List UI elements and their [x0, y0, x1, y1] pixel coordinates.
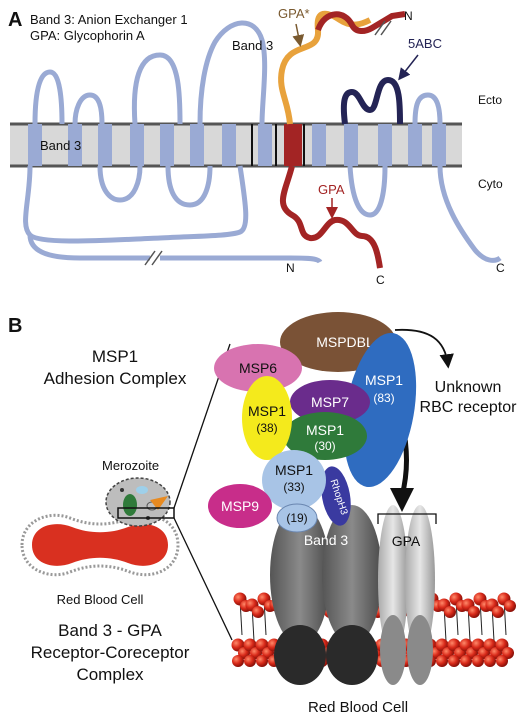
band3-loop-cyto-2 [97, 165, 143, 203]
c-label-band3: C [496, 261, 505, 275]
band3-tm-segments [28, 124, 446, 166]
break-mark-top [374, 20, 392, 36]
msp6-protein [214, 344, 302, 392]
gpa-star-arrow [292, 23, 305, 47]
gpa-bracket [377, 513, 437, 524]
gpa-label: GPA [318, 182, 345, 197]
break-mark-bottom [144, 250, 163, 266]
msp7-label: MSP7 [311, 394, 349, 410]
c-label-gpa: C [376, 273, 385, 287]
band3-top-label: Band 3 [232, 38, 273, 53]
n-bottom-label: N [286, 261, 295, 275]
legend-band3: Band 3: Anion Exchanger 1 [30, 12, 188, 27]
band3-loop-ecto-5 [412, 92, 443, 125]
band3-loop-ecto-2 [72, 92, 105, 125]
mspdbl-label: MSPDBL [316, 334, 374, 350]
binding-arrowhead [390, 488, 414, 512]
msp1-38-protein [242, 376, 292, 460]
band3-loop-cyto-1 [23, 165, 249, 244]
zoom-line-bottom [173, 517, 233, 641]
gpa-protein-label: GPA [392, 533, 421, 549]
msp1-30-protein [283, 412, 367, 460]
lipid-head [492, 606, 504, 618]
band3-protein-label: Band 3 [304, 532, 349, 548]
receptor-title-3: Complex [76, 665, 144, 684]
gpa-cyto-tail [279, 165, 383, 269]
lipid-head [444, 606, 456, 618]
ecto-label: Ecto [478, 93, 502, 107]
msp1-complex-title-1: MSP1 [92, 347, 138, 366]
lipid-head [484, 655, 496, 667]
msp1-30-label: MSP1 [306, 422, 344, 438]
band3-membrane-label: Band 3 [40, 138, 81, 153]
lipid-head [460, 655, 472, 667]
msp1-83-sub: (83) [373, 391, 394, 405]
gpa-protein [378, 505, 435, 685]
panel-a: A Band 3: Anion Exchanger 1 GPA: Glycoph… [8, 6, 505, 287]
msp1-33-sub: (33) [283, 480, 304, 494]
band3-loop-ecto-4 [197, 20, 268, 125]
band3-loop-cyto-4 [347, 165, 388, 218]
msp9-protein [208, 484, 272, 528]
lipid-head [496, 655, 508, 667]
cyto-label: Cyto [478, 177, 503, 191]
band3-c-terminal [437, 165, 502, 263]
msp1-33-protein [262, 450, 326, 510]
zoom-box [117, 507, 175, 519]
band3-protein [270, 505, 382, 685]
lipid-head [468, 606, 480, 618]
msp1-83-protein [343, 332, 417, 488]
msp9-label: MSP9 [221, 498, 259, 514]
msp1-33-label: MSP1 [275, 462, 313, 478]
unknown-label-2: RBC receptor [420, 399, 518, 416]
msp1-complex-title-2: Adhesion Complex [44, 369, 187, 388]
merozoite-label: Merozoite [102, 458, 159, 473]
band3-n-terminal [27, 234, 323, 264]
receptor-title-2: Receptor-Coreceptor [31, 643, 190, 662]
gpa-star-label: GPA* [278, 6, 310, 21]
membrane-label: Red Blood Cell [308, 699, 408, 716]
panel-a-letter: A [8, 9, 22, 31]
unknown-receptor-arrow [394, 328, 454, 369]
msp1-30-sub: (30) [314, 439, 335, 453]
five-abc-arrow [398, 54, 419, 81]
lipid-head [436, 655, 448, 667]
lipid-head [504, 600, 516, 612]
band3-loop-cyto-3 [165, 165, 213, 208]
gpa-tm-segment [284, 124, 302, 166]
merozoite-icon [105, 477, 171, 527]
band3-loop-ecto-3 [131, 52, 183, 125]
msp1-38-label: MSP1 [248, 403, 286, 419]
lipid-head [256, 655, 268, 667]
lipid-head [252, 606, 264, 618]
lipid-head [472, 655, 484, 667]
msp7-protein [290, 380, 370, 424]
msp6-label: MSP6 [239, 360, 277, 376]
rbc-label: Red Blood Cell [57, 592, 144, 607]
lipid-head [232, 655, 244, 667]
panel-b-letter: B [8, 315, 22, 337]
lipid-head [448, 655, 460, 667]
msp1-38-sub: (38) [256, 421, 277, 435]
msp1-19-protein [276, 503, 318, 533]
receptor-title-1: Band 3 - GPA [58, 621, 162, 640]
panel-b: B MSP1 Adhesion Complex Merozoite Red Bl… [8, 312, 517, 716]
msp1-83-label: MSP1 [365, 372, 403, 388]
lipid-head [244, 655, 256, 667]
legend-gpa: GPA: Glycophorin A [30, 28, 145, 43]
msp1-19-sub: (19) [286, 511, 307, 525]
band3-loop-ecto-1 [32, 69, 65, 125]
n-top-label: N [404, 9, 413, 23]
five-abc-segment [340, 76, 403, 125]
rbc-cell-icon [20, 513, 180, 577]
rhoph3-protein [321, 466, 351, 526]
five-abc-label: 5ABC [408, 36, 442, 51]
gpa-n-terminal [315, 11, 406, 34]
unknown-label-1: Unknown [435, 379, 502, 396]
